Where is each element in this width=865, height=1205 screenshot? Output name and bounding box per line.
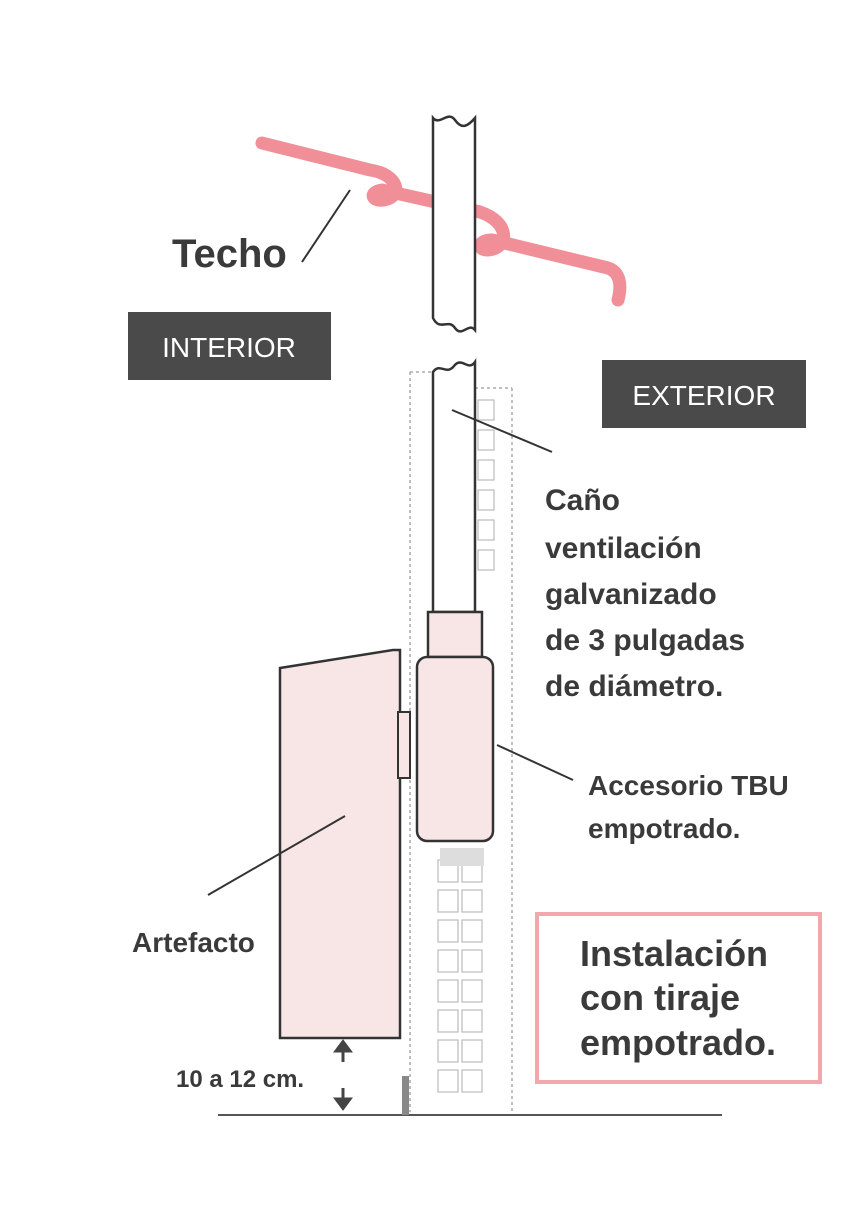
wall-fill-gray bbox=[440, 848, 484, 866]
label-interior: INTERIOR bbox=[162, 332, 296, 363]
label-exterior: EXTERIOR bbox=[632, 380, 775, 411]
label-cano-line-4: de 3 pulgadas bbox=[545, 624, 745, 657]
label-cano-line-1: Caño bbox=[545, 484, 620, 517]
pipe-coupling bbox=[426, 610, 484, 659]
label-cano: Caño ventilación galvanizado de 3 pulgad… bbox=[545, 484, 745, 703]
label-techo: Techo bbox=[172, 232, 287, 276]
label-instalacion-line-1: Instalación bbox=[580, 933, 768, 974]
label-accesorio: Accesorio TBU empotrado. bbox=[588, 770, 789, 844]
label-accesorio-line-1: Accesorio TBU bbox=[588, 770, 789, 801]
label-cano-line-3: galvanizado bbox=[545, 578, 717, 611]
label-accesorio-line-2: empotrado. bbox=[588, 813, 740, 844]
floor-post bbox=[402, 1076, 409, 1115]
appliance-body bbox=[278, 648, 402, 1040]
tbu-accessory bbox=[415, 655, 495, 843]
label-artefacto: Artefacto bbox=[132, 927, 255, 958]
exterior-box bbox=[602, 360, 806, 428]
label-instalacion: Instalación con tiraje empotrado. bbox=[580, 933, 776, 1063]
label-distancia: 10 a 12 cm. bbox=[176, 1066, 304, 1093]
label-instalacion-line-3: empotrado. bbox=[580, 1022, 776, 1063]
leader-lines bbox=[207, 189, 574, 896]
vent-pipe-lower bbox=[431, 358, 477, 614]
vent-pipe-upper bbox=[431, 114, 477, 334]
interior-box bbox=[128, 312, 331, 380]
label-instalacion-line-2: con tiraje bbox=[580, 977, 740, 1018]
roof-shape bbox=[255, 136, 627, 307]
label-cano-line-5: de diámetro. bbox=[545, 670, 723, 703]
label-cano-line-2: ventilación bbox=[545, 532, 702, 565]
distance-arrows bbox=[333, 1039, 353, 1111]
appliance-connector bbox=[397, 711, 411, 779]
wall bbox=[409, 371, 513, 1112]
instalacion-box bbox=[535, 912, 822, 1084]
